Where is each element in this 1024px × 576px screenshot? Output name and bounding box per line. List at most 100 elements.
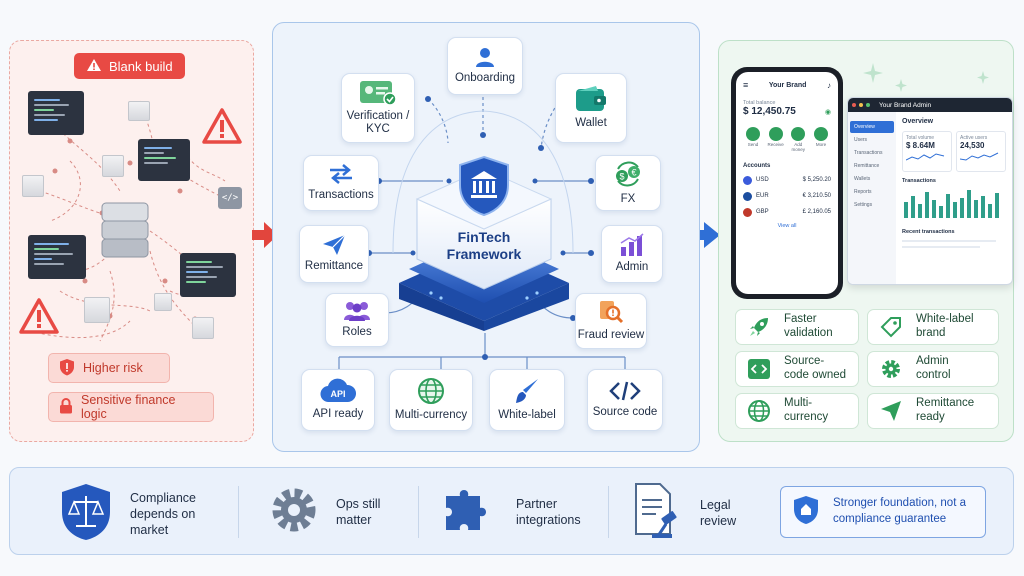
blank-build-badge: Blank build <box>74 53 185 79</box>
code-window <box>180 253 236 297</box>
admin-nav-item[interactable]: Wallets <box>854 176 871 182</box>
quick-action-button[interactable]: Add money <box>788 127 808 153</box>
feature-remittance-ready: Remittance ready <box>867 393 999 429</box>
bell-icon[interactable]: ♪ <box>827 80 831 90</box>
scales-shield-icon <box>58 482 114 546</box>
quick-action-button[interactable]: Receive <box>766 127 786 153</box>
action-circle-icon <box>791 127 806 141</box>
module-admin[interactable]: Admin <box>601 225 663 283</box>
puzzle-icon <box>440 484 500 540</box>
flag-icon <box>743 175 752 185</box>
svg-text:API: API <box>330 389 345 399</box>
cube-icon <box>192 317 214 339</box>
foundation-note: Stronger foundation, not a compliance gu… <box>780 486 986 538</box>
divider <box>418 486 419 538</box>
admin-nav-item[interactable]: Remittance <box>854 163 880 169</box>
quick-action-button[interactable]: More <box>811 127 831 153</box>
feature-white-label-brand: White-label brand <box>867 309 999 345</box>
sparkline <box>959 152 999 161</box>
eye-icon[interactable]: ◉ <box>824 108 831 116</box>
send-icon <box>322 234 346 256</box>
admin-nav-item[interactable]: Overview <box>850 121 894 133</box>
module-source-code[interactable]: Source code <box>587 369 663 431</box>
considerations-bar: Compliance depends on market Ops still m… <box>9 467 1014 555</box>
feature-faster-validation: Faster validation <box>735 309 859 345</box>
code-icon <box>609 380 641 402</box>
blank-build-panel: Blank build </> Higher r <box>9 40 254 442</box>
gear-icon <box>268 484 320 540</box>
code-window <box>138 139 190 181</box>
module-onboarding[interactable]: Onboarding <box>447 37 523 95</box>
admin-nav-item[interactable]: Settings <box>854 202 873 208</box>
module-fx[interactable]: $€ FX <box>595 155 661 211</box>
cube-icon <box>128 101 150 121</box>
tag-icon <box>878 314 904 340</box>
users-icon <box>342 300 372 322</box>
module-remittance[interactable]: Remittance <box>299 225 369 283</box>
cube-icon <box>102 155 124 177</box>
framework-panel: FinTech Framework Onboarding Verificatio… <box>272 22 700 452</box>
database-stack-icon <box>101 202 149 258</box>
feature-admin-control: Admin control <box>867 351 999 387</box>
arrow-right-icon <box>690 222 720 248</box>
module-api-ready[interactable]: API API ready <box>301 369 375 431</box>
code-window <box>28 91 84 135</box>
gear-icon <box>878 356 904 382</box>
module-transactions[interactable]: Transactions <box>303 155 379 211</box>
brush-icon <box>514 377 540 405</box>
globe-icon <box>746 398 772 424</box>
wallet-icon <box>574 85 608 113</box>
account-row[interactable]: GBP£ 2,160.05 <box>743 207 831 217</box>
divider <box>238 486 239 538</box>
arrows-exchange-icon <box>328 163 354 185</box>
admin-nav-item[interactable]: Transactions <box>854 150 883 156</box>
sparkle-icon <box>863 63 989 92</box>
module-wallet[interactable]: Wallet <box>555 73 627 143</box>
shield-alert-icon <box>59 358 75 379</box>
framework-title: FinTech Framework <box>446 229 522 262</box>
menu-icon[interactable]: ≡ <box>743 80 749 90</box>
view-all-link[interactable]: View all <box>777 222 797 229</box>
api-cloud-icon: API <box>320 378 356 404</box>
warning-icon <box>202 108 242 144</box>
id-card-icon <box>359 80 397 106</box>
module-multi-currency[interactable]: Multi-currency <box>389 369 473 431</box>
account-row[interactable]: USD$ 5,250.20 <box>743 175 831 185</box>
rocket-icon <box>746 314 772 340</box>
sparkline <box>905 153 945 161</box>
search-alert-icon <box>598 299 624 325</box>
framework-core <box>399 168 569 331</box>
ops-item: Ops still matter <box>268 484 388 540</box>
sensitive-logic-label: Sensitive finance logic <box>48 392 214 422</box>
flag-icon <box>743 191 752 201</box>
compliance-item: Compliance depends on market <box>58 482 202 546</box>
quick-action-button[interactable]: Send <box>743 127 763 153</box>
code-window <box>28 235 86 279</box>
lock-icon <box>59 397 73 417</box>
admin-nav-item[interactable]: Users <box>854 137 868 143</box>
module-white-label[interactable]: White-label <box>489 369 565 431</box>
higher-risk-label: Higher risk <box>48 353 170 383</box>
module-roles[interactable]: Roles <box>325 293 389 347</box>
account-row[interactable]: EUR€ 3,210.50 <box>743 191 831 201</box>
module-verification-kyc[interactable]: Verification / KYC <box>341 73 415 143</box>
action-circle-icon <box>768 127 783 141</box>
shield-icon <box>793 495 819 530</box>
send-icon <box>878 398 904 424</box>
bar-chart-icon <box>619 233 645 257</box>
currency-exchange-icon: $€ <box>612 159 644 189</box>
transactions-bar-chart <box>904 190 999 218</box>
flag-icon <box>743 207 752 217</box>
admin-nav-item[interactable]: Reports <box>854 189 872 195</box>
stat-card: Active users 24,530 <box>956 131 1006 172</box>
module-fraud-review[interactable]: Fraud review <box>575 293 647 349</box>
mobile-app-mockup: ≡ Your Brand ♪ Total balance $ 12,450.75… <box>731 67 843 299</box>
admin-content: Overview Total volume $ 8.64M Active use… <box>896 112 1012 284</box>
admin-titlebar: Your Brand Admin <box>848 98 1012 112</box>
action-circle-icon <box>813 127 828 141</box>
